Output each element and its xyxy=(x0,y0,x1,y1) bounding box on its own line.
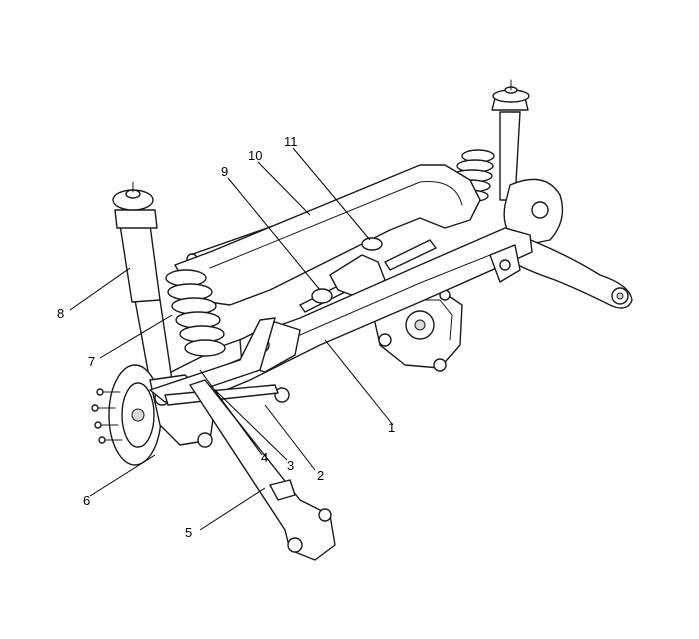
trailing-arm xyxy=(189,379,336,561)
callout-8: 8 xyxy=(57,306,64,321)
callout-labels: 1 2 3 4 5 6 7 8 9 10 11 xyxy=(57,134,395,540)
leader-11 xyxy=(292,147,371,241)
callout-4: 4 xyxy=(261,450,268,465)
right-knuckle xyxy=(503,178,564,246)
leader-10 xyxy=(257,161,311,216)
callout-2: 2 xyxy=(317,468,324,483)
callout-6: 6 xyxy=(83,493,90,508)
leader-9 xyxy=(227,177,321,291)
leader-8 xyxy=(69,267,131,311)
leader-6 xyxy=(89,454,156,497)
left-shock-absorber xyxy=(112,181,173,383)
right-lower-arm xyxy=(499,229,633,309)
leader-lines xyxy=(69,147,394,531)
cross-member-upper xyxy=(174,164,481,306)
assist-arm xyxy=(164,384,279,406)
leader-1 xyxy=(324,339,394,426)
leader-7 xyxy=(99,314,173,359)
callout-7: 7 xyxy=(88,354,95,369)
leader-5 xyxy=(199,487,266,531)
callout-1: 1 xyxy=(388,420,395,435)
callout-9: 9 xyxy=(221,164,228,179)
leader-2 xyxy=(264,404,316,471)
callout-11: 11 xyxy=(284,134,298,149)
leader-3 xyxy=(214,389,288,461)
callout-10: 10 xyxy=(248,148,262,163)
left-hub xyxy=(91,364,162,466)
leader-4 xyxy=(199,369,263,456)
upper-arm xyxy=(149,317,276,403)
left-coil-spring xyxy=(165,269,226,357)
callout-3: 3 xyxy=(287,458,294,473)
callout-5: 5 xyxy=(185,525,192,540)
